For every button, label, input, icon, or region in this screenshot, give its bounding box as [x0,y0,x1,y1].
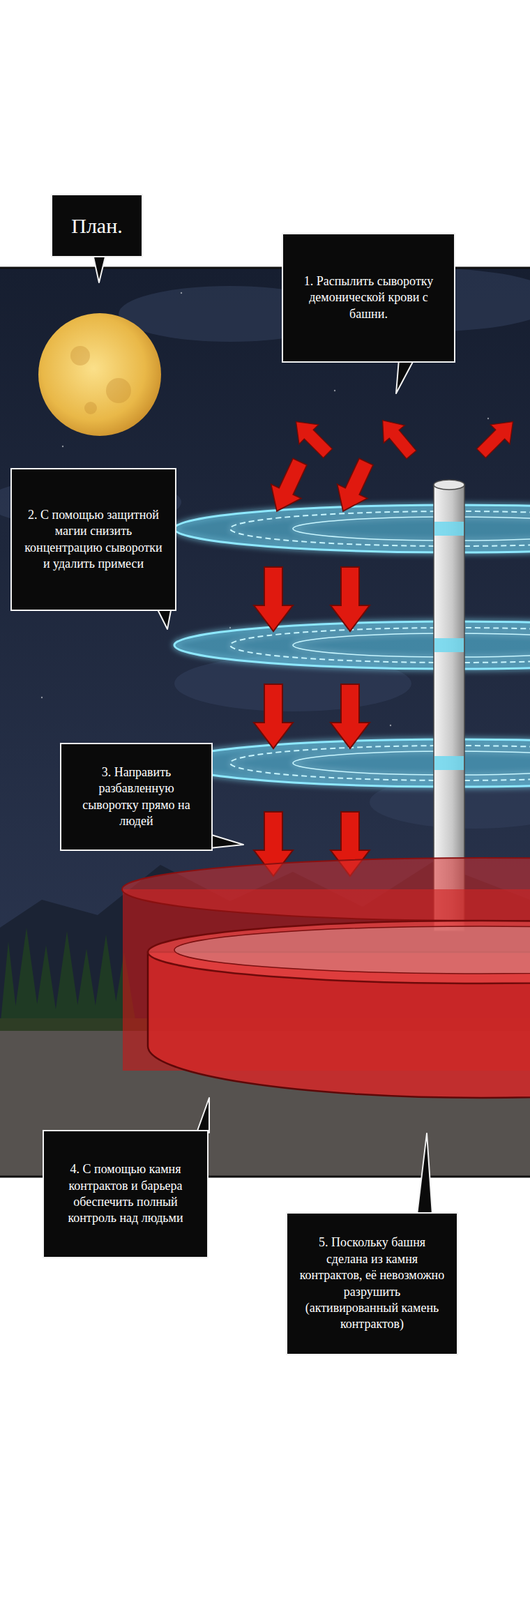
moon-craters [70,345,132,415]
magic-circle [174,504,530,553]
callout-box: 2. С помощью защитной магии снизить конц… [10,467,177,611]
callout-text: 5. Поскольку башня сделана из камня конт… [297,1234,448,1332]
callout-text: 2. С помощью защитной магии снизить конц… [21,506,166,573]
callout-box: План. [50,193,143,258]
red-barrier [122,857,530,1098]
callout-text: План. [71,212,123,240]
magic-circles [174,504,530,787]
callout-box: 3. Направить разбавленную сыворотку прям… [59,742,213,851]
callout-text: 1. Распылить сыворотку демонической кров… [292,273,445,323]
panel-frame [0,267,530,1177]
callout-tails [92,253,433,1215]
callout-text: 3. Направить разбавленную сыворотку прям… [71,764,202,830]
callout-box: 1. Распылить сыворотку демонической кров… [281,232,456,363]
callout-box: 4. С помощью камня контрактов и барьера … [42,1129,209,1259]
red-arrows [253,411,523,876]
callout-text: 4. С помощью камня контрактов и барьера … [53,1161,198,1227]
moon [38,313,162,436]
callout-box: 5. Поскольку башня сделана из камня конт… [285,1212,459,1355]
trees [0,927,137,1028]
